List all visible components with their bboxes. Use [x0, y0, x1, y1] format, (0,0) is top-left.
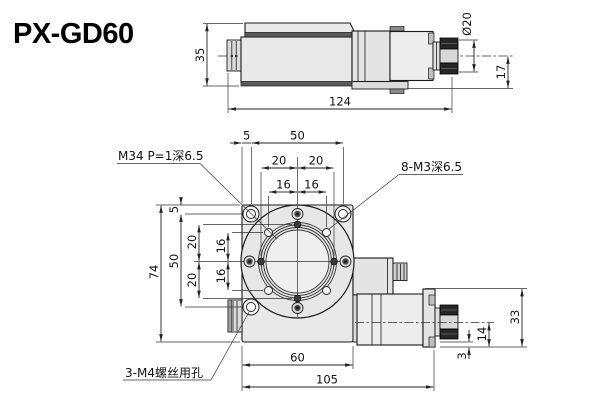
motor-connector — [392, 262, 408, 281]
label-center-thread: M34 P=1深6.5 — [118, 149, 203, 163]
dim-side-length: 124 — [329, 95, 351, 109]
plan-view: 5 50 20 20 16 16 74 — [117, 129, 527, 391]
label-table-holes: 8-M3深6.5 — [401, 160, 462, 174]
gearbox-plan — [352, 257, 408, 296]
stage-body-side — [240, 22, 358, 87]
dim-top-hole-span: 50 — [290, 129, 305, 143]
dim-left-hole-span: 50 — [167, 254, 181, 269]
dim-left-edge-offset: 5 — [167, 206, 181, 213]
dim-right-axis-bottom: 14 — [475, 327, 489, 342]
dim-left-overall: 74 — [147, 265, 161, 280]
dim-right-motor-height: 33 — [508, 310, 522, 325]
dim-top-edge-offset: 5 — [243, 129, 250, 143]
dim-bottom-body-width: 60 — [290, 351, 305, 365]
motor-side — [389, 26, 435, 82]
dim-left-16-bottom: 16 — [214, 269, 228, 284]
dim-group-knob-diameter: Ø20 — [459, 12, 478, 73]
worm-shaft-cover-plan — [227, 299, 243, 333]
table-holes — [257, 220, 338, 303]
dim-group-bottom: 60 105 — [241, 346, 435, 391]
dim-group-right: 33 14 3 — [425, 288, 527, 360]
dim-knob-diameter: Ø20 — [460, 12, 474, 36]
dim-group-side-height: 35 — [193, 23, 243, 87]
dim-right-base-drop: 3 — [455, 352, 469, 359]
dim-group-top: 5 50 20 20 16 16 — [230, 129, 344, 256]
dim-bottom-overall: 105 — [316, 373, 338, 387]
dim-left-20-top: 20 — [185, 235, 199, 250]
label-group-table-holes: 8-M3深6.5 — [328, 160, 463, 230]
dim-side-height: 35 — [193, 48, 207, 63]
dim-top-16-right: 16 — [304, 178, 319, 192]
page-title: PX-GD60 — [13, 18, 134, 50]
adjustment-knob-side — [432, 37, 459, 75]
dim-group-side-length: 124 — [227, 73, 453, 113]
dim-left-16-top: 16 — [214, 239, 228, 254]
label-group-center-thread: M34 P=1深6.5 — [117, 149, 278, 240]
label-base-holes: 3-M4螺丝用孔 — [125, 366, 203, 380]
clamp-screws — [243, 208, 352, 314]
motor-plan — [352, 288, 436, 348]
dim-top-16-left: 16 — [276, 178, 291, 192]
dim-axis-to-base: 17 — [494, 65, 508, 80]
label-group-base-holes: 3-M4螺丝用孔 — [123, 311, 250, 381]
dim-top-20-right: 20 — [309, 154, 324, 168]
corner-holes — [242, 205, 352, 316]
dim-group-axis-to-base: 17 — [408, 56, 513, 89]
adjustment-knob-plan — [434, 304, 459, 340]
dim-top-20-left: 20 — [272, 154, 287, 168]
worm-shaft-cover-side — [226, 39, 242, 72]
dim-left-20-bottom: 20 — [185, 273, 199, 288]
side-view: 35 124 Ø20 17 — [193, 12, 513, 113]
gearbox-side — [351, 30, 409, 94]
dim-group-left: 74 5 50 20 20 16 16 — [147, 197, 292, 343]
